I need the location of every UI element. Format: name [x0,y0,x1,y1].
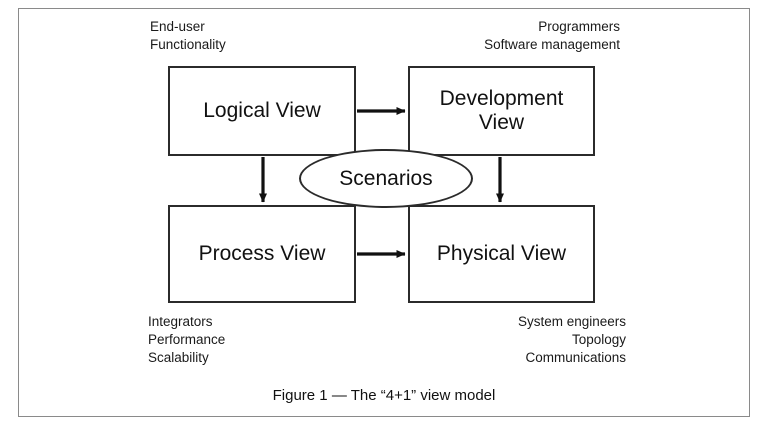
box-development-view-label-line1: Development [439,87,564,111]
annotation-top-left: End-user Functionality [150,19,226,52]
ellipse-scenarios[interactable]: Scenarios [299,149,473,208]
ellipse-scenarios-label: Scenarios [339,166,433,190]
box-logical-view[interactable]: Logical View [168,66,356,156]
box-physical-view[interactable]: Physical View [408,205,595,303]
annotation-top-right: Programmers Software management [484,19,620,52]
box-development-view-label-line2: View [478,111,525,134]
box-logical-view-label: Logical View [203,99,321,123]
annotation-bottom-right: System engineers Topology Communications [517,314,626,365]
annotation-bottom-left: Integrators Performance Scalability [148,314,226,365]
page-border [18,8,750,417]
box-process-view[interactable]: Process View [168,205,356,303]
box-development-view[interactable]: Development View [408,66,595,156]
box-development-view-label: Development View [434,87,570,134]
box-process-view-label: Process View [198,242,326,266]
box-physical-view-label: Physical View [436,242,567,266]
figure-caption: Figure 1 — The “4+1” view model [272,387,496,404]
